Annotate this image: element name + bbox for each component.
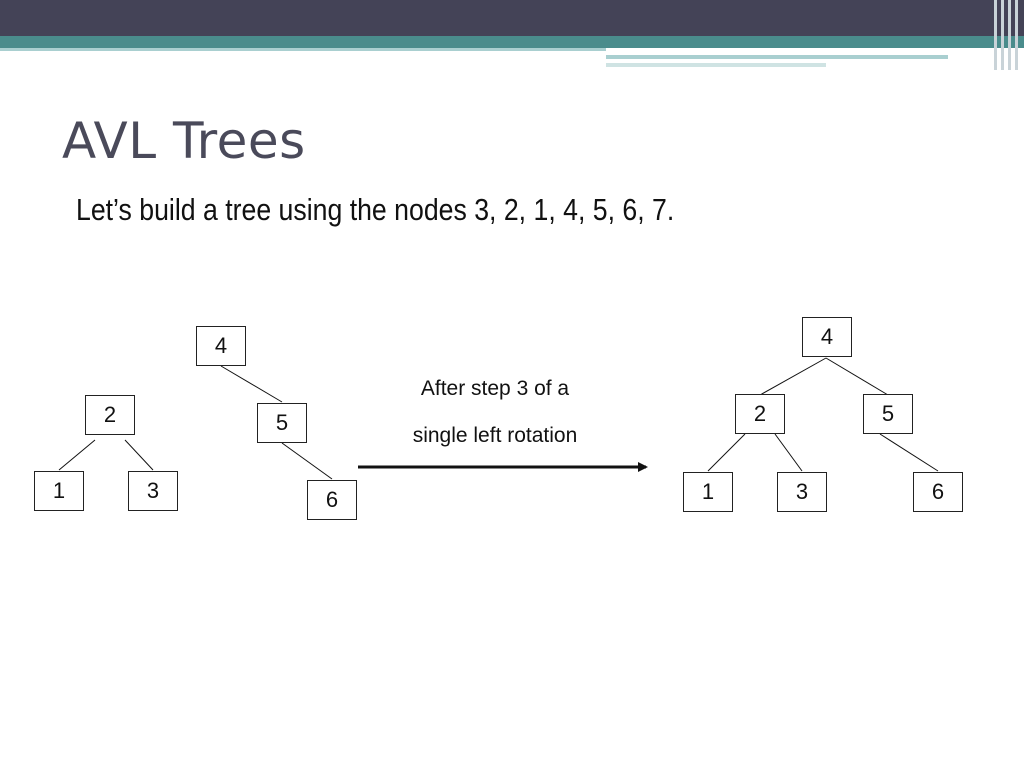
node-left-right: 3 [128, 471, 178, 511]
node-result-right-right: 6 [913, 472, 963, 512]
node-middle-root: 4 [196, 326, 246, 366]
slide-subtitle: Let’s build a tree using the nodes 3, 2,… [76, 192, 675, 227]
edge-2-1 [707, 433, 746, 472]
node-left-root: 2 [85, 395, 135, 435]
slide-title: AVL Trees [62, 112, 306, 170]
edge-5-6 [281, 442, 333, 480]
node-result-left-right: 3 [777, 472, 827, 512]
caption-line2: single left rotation [412, 424, 578, 447]
node-middle-leaf: 6 [307, 480, 357, 520]
corner-stripe [1008, 0, 1011, 70]
edge-2-3 [774, 433, 803, 472]
accent-bar [0, 48, 606, 51]
edge-4-5 [825, 357, 889, 396]
accent-line [606, 63, 826, 67]
node-left-left: 1 [34, 471, 84, 511]
node-result-right: 5 [863, 394, 913, 434]
header-band [0, 0, 1024, 36]
corner-stripe [1015, 0, 1018, 70]
corner-stripe [1001, 0, 1004, 70]
teal-band [0, 36, 1024, 48]
edge-5-6 [879, 433, 939, 472]
node-middle-mid: 5 [257, 403, 307, 443]
edge-4-5 [220, 365, 283, 403]
accent-line [606, 55, 948, 59]
caption-line1: After step 3 of a [420, 377, 570, 400]
node-result-root: 4 [802, 317, 852, 357]
node-result-left-left: 1 [683, 472, 733, 512]
edge-4-2 [759, 357, 827, 396]
corner-stripe [994, 0, 997, 70]
node-result-left: 2 [735, 394, 785, 434]
edge-2-3 [124, 439, 154, 471]
edge-2-1 [58, 439, 96, 471]
